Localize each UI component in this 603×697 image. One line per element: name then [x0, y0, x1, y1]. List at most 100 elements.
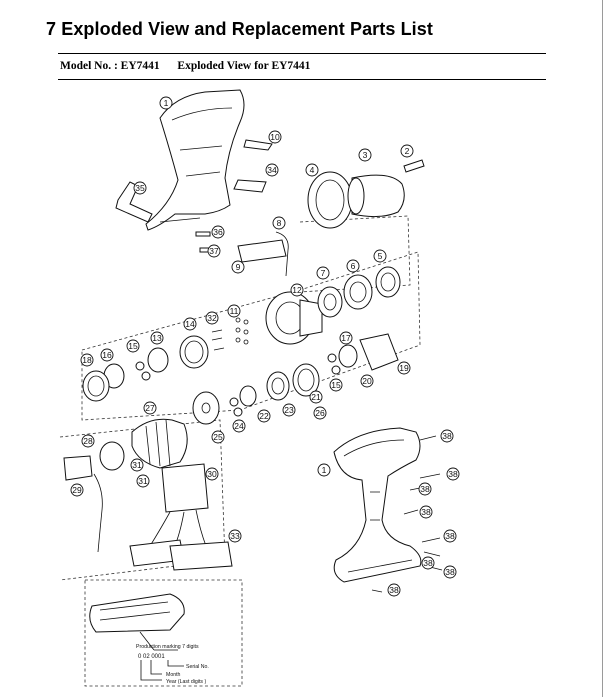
end-plate-28	[99, 441, 125, 471]
svg-text:38: 38	[389, 585, 399, 595]
housing-ribs	[159, 107, 233, 223]
washer-25	[192, 391, 220, 425]
svg-text:19: 19	[399, 363, 409, 373]
callout-38b: 38	[446, 467, 460, 481]
balls-11	[235, 317, 249, 345]
chuck-screw-2	[403, 159, 425, 173]
callout-32: 32	[205, 311, 219, 325]
legend-month: Month	[166, 672, 181, 678]
callout-38g: 38	[443, 565, 457, 579]
svg-text:38: 38	[445, 567, 455, 577]
gear-case-19	[359, 333, 399, 371]
svg-text:24: 24	[234, 421, 244, 431]
callout-10: 10	[268, 130, 282, 144]
callout-3: 3	[358, 148, 372, 162]
svg-text:22: 22	[259, 411, 269, 421]
housing-screws	[371, 435, 443, 593]
brush-holder-29	[63, 455, 93, 481]
section-title: 7 Exploded View and Replacement Parts Li…	[46, 19, 433, 39]
svg-text:33: 33	[230, 531, 240, 541]
ring-5	[375, 266, 401, 298]
callout-34: 34	[265, 163, 279, 177]
production-heading: Production marking 7 digits	[136, 644, 199, 650]
svg-text:36: 36	[213, 227, 223, 237]
model-line: Model No. : EY7441 Exploded View for EY7…	[60, 60, 310, 72]
svg-text:38: 38	[420, 484, 430, 494]
svg-text:15: 15	[128, 341, 138, 351]
svg-text:14: 14	[185, 319, 195, 329]
callout-4: 4	[305, 163, 319, 177]
subheader-rule	[58, 79, 546, 80]
callout-9: 9	[231, 260, 245, 274]
carrier-17	[338, 344, 358, 368]
tool-sketch-marking	[89, 593, 185, 633]
svg-text:31: 31	[138, 476, 148, 486]
callout-8: 8	[272, 216, 286, 230]
callout-21: 21	[309, 390, 323, 404]
callout-38c: 38	[418, 482, 432, 496]
callout-12: 12	[290, 283, 304, 297]
ring-gear-14	[179, 335, 209, 369]
svg-text:37: 37	[209, 246, 219, 256]
callout-25: 25	[211, 430, 225, 444]
belt-hook	[115, 181, 153, 223]
callout-11: 11	[227, 304, 241, 318]
switch-30	[161, 463, 209, 513]
svg-text:5: 5	[378, 251, 383, 261]
callout-26: 26	[313, 406, 327, 420]
svg-text:7: 7	[321, 268, 326, 278]
callout-group: 1 10 34 35 36 37 4 3 2 8 9 7 6 5 12 11 3…	[70, 96, 460, 597]
svg-text:11: 11	[230, 306, 239, 316]
callout-27: 27	[143, 401, 157, 415]
callout-19: 19	[397, 361, 411, 375]
callout-5: 5	[373, 249, 387, 263]
svg-text:20: 20	[362, 376, 372, 386]
motor-wire	[93, 473, 103, 553]
svg-text:1: 1	[164, 98, 169, 108]
svg-text:10: 10	[270, 132, 280, 142]
chuck-cone-3	[351, 174, 405, 218]
svg-text:28: 28	[83, 436, 93, 446]
svg-text:12: 12	[292, 285, 302, 295]
callout-31b: 31	[136, 474, 150, 488]
callout-23: 23	[282, 403, 296, 417]
callout-38a: 38	[440, 429, 454, 443]
callout-38d: 38	[419, 505, 433, 519]
callout-38e: 38	[443, 529, 457, 543]
svg-text:34: 34	[267, 165, 277, 175]
washer-7	[317, 286, 343, 318]
spring-8	[275, 231, 289, 277]
callout-7: 7	[316, 266, 330, 280]
svg-text:26: 26	[315, 408, 325, 418]
callout-28: 28	[81, 434, 95, 448]
callout-17: 17	[339, 331, 353, 345]
svg-text:17: 17	[341, 333, 351, 343]
housing-left-half	[145, 89, 245, 231]
callout-29: 29	[70, 483, 84, 497]
callout-36: 36	[211, 225, 225, 239]
svg-text:38: 38	[442, 431, 452, 441]
callout-37: 37	[207, 244, 221, 258]
svg-text:38: 38	[423, 558, 433, 568]
callout-31a: 31	[130, 458, 144, 472]
callout-6: 6	[346, 259, 360, 273]
svg-text:30: 30	[207, 469, 217, 479]
ring-gear-26	[292, 363, 320, 397]
svg-text:3: 3	[363, 150, 368, 160]
carrier-22	[239, 385, 257, 407]
svg-text:6: 6	[351, 261, 356, 271]
svg-text:38: 38	[448, 469, 458, 479]
svg-text:13: 13	[152, 333, 162, 343]
svg-text:9: 9	[236, 262, 241, 272]
callout-22: 22	[257, 409, 271, 423]
callout-30: 30	[205, 467, 219, 481]
callout-14: 14	[183, 317, 197, 331]
svg-text:29: 29	[72, 485, 82, 495]
header-rule	[58, 53, 546, 54]
svg-text:1: 1	[322, 465, 327, 475]
svg-text:38: 38	[421, 507, 431, 517]
part-plate-10	[243, 139, 273, 151]
svg-text:18: 18	[82, 355, 92, 365]
motor-27	[131, 418, 188, 469]
